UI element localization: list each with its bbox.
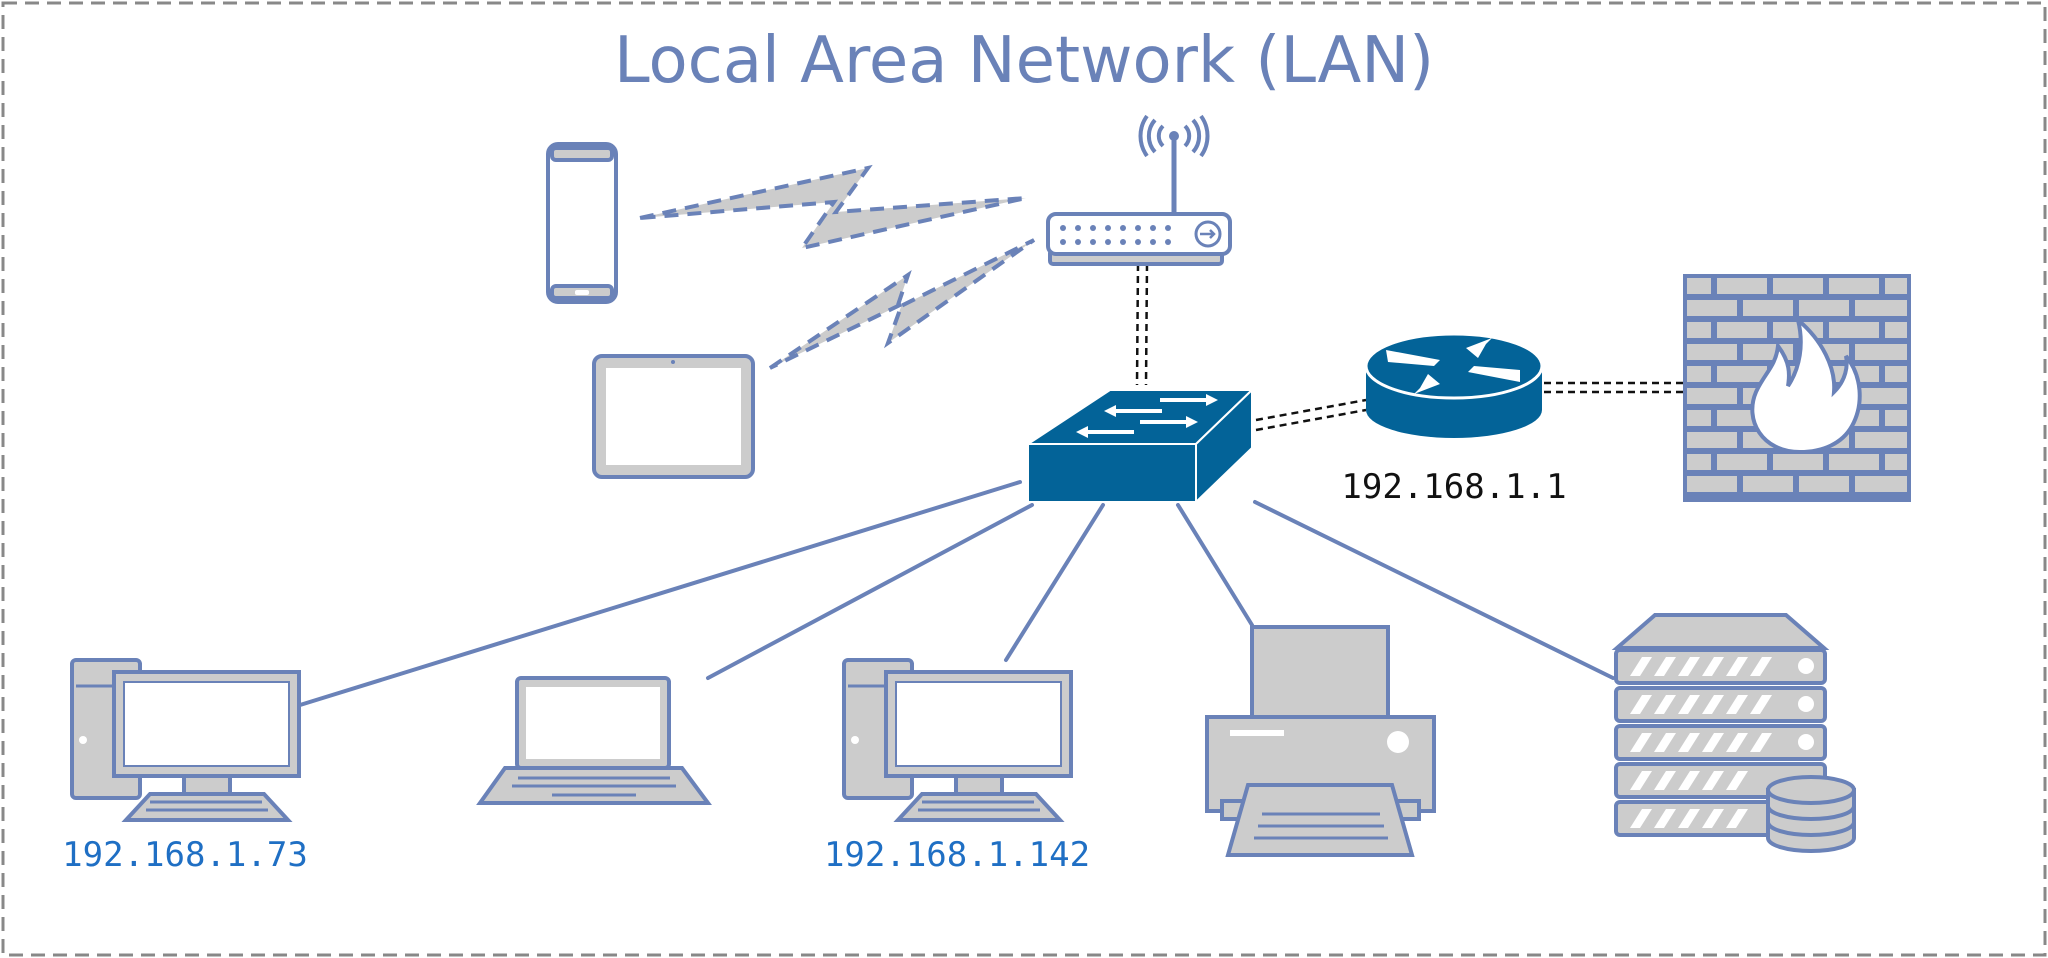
wireless-link-tablet	[768, 238, 1036, 370]
pc2-ip-label: 192.168.1.142	[824, 835, 1090, 875]
backbone-links	[1135, 263, 1684, 432]
printer-icon	[1205, 625, 1436, 857]
wireless-link-icon	[639, 164, 1036, 370]
link-switch-laptop	[706, 503, 1034, 680]
link-switch-printer	[1176, 503, 1254, 627]
switch-icon	[1024, 387, 1255, 505]
laptop-icon	[476, 676, 712, 805]
link-switch-server	[1253, 500, 1615, 680]
desktop-pc-icon	[842, 658, 1073, 822]
server-icon	[1611, 613, 1830, 837]
desktop-pc-icon	[70, 658, 301, 822]
link-switch-pc2	[1004, 503, 1105, 662]
flame-icon	[1750, 314, 1862, 455]
smartphone-icon	[546, 142, 618, 304]
link-ap-switch-a	[1135, 263, 1140, 386]
pc1-ip-label: 192.168.1.73	[62, 835, 308, 875]
link-switch-router-b	[1255, 408, 1367, 432]
link-ap-switch-b	[1144, 263, 1149, 386]
tablet-icon	[592, 354, 755, 479]
firewall-icon	[1683, 274, 1911, 502]
wired-links	[298, 480, 1615, 707]
link-switch-router-a	[1255, 398, 1367, 422]
wireless-link-phone	[639, 164, 1027, 252]
link-switch-pc1	[298, 480, 1022, 707]
diagram-title: Local Area Network (LAN)	[614, 24, 1434, 98]
router-ip-label: 192.168.1.1	[1341, 467, 1566, 507]
router-icon	[1364, 332, 1544, 438]
database-icon	[1766, 775, 1856, 853]
wireless-access-point-icon	[1046, 114, 1232, 266]
